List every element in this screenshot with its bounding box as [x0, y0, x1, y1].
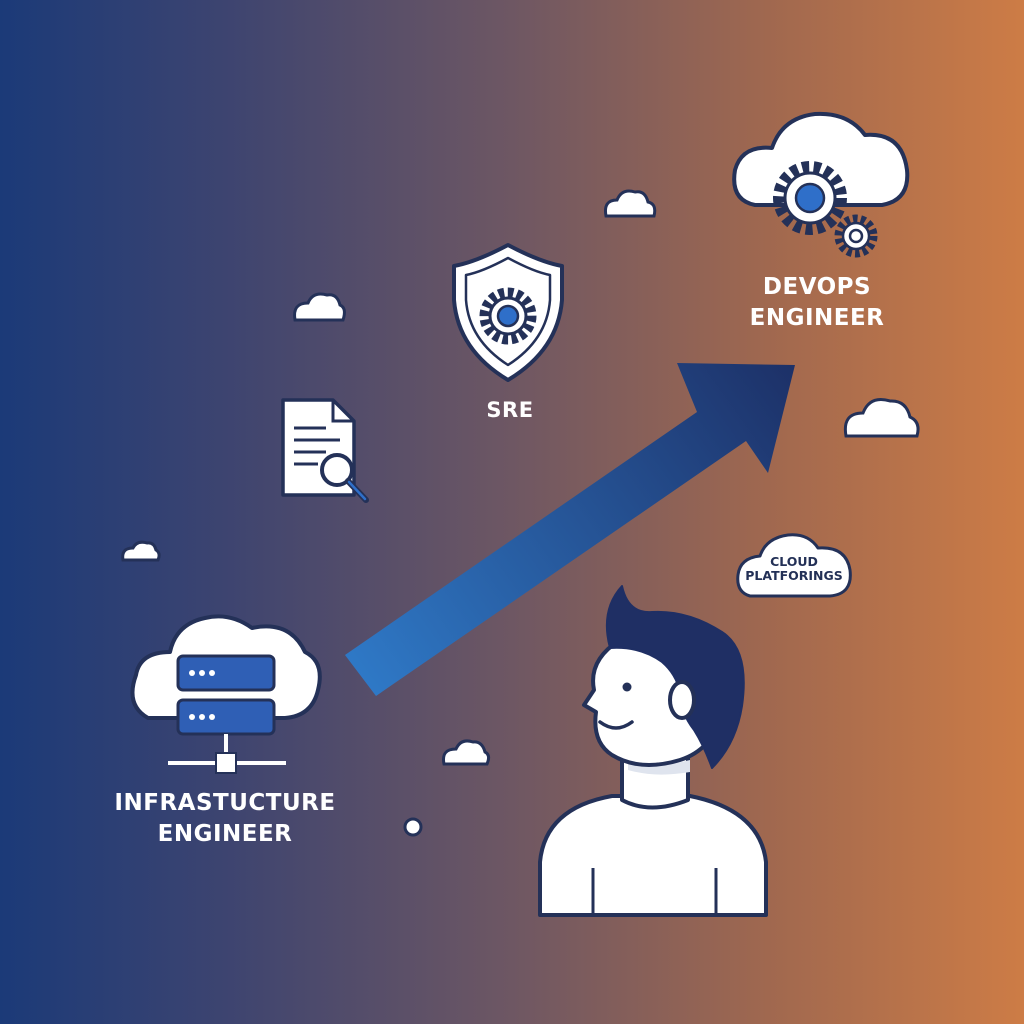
cloud-icon	[604, 189, 657, 218]
document-search-icon	[281, 398, 369, 503]
cloud-icon	[121, 540, 161, 562]
cloud-platforms-badge	[736, 533, 852, 598]
cloud-icon	[293, 292, 346, 322]
server-cloud-icon	[130, 614, 322, 774]
devops-label-line2: ENGINEER	[749, 305, 885, 332]
infrastructure-label-line2: ENGINEER	[157, 821, 293, 848]
infrastructure-label-line1: INFRASTUCTURE	[114, 790, 336, 816]
growth-arrow-icon	[345, 363, 795, 696]
devops-engineer-label: DEVOPS ENGINEER	[722, 272, 912, 334]
cloud-platforms-label: CLOUD PLATFORINGS	[738, 554, 850, 584]
cloud-platforms-line2: PLATFORINGS	[745, 568, 843, 584]
person-illustration	[538, 585, 768, 917]
cloud-platforms-line1: CLOUD	[770, 554, 818, 569]
shield-gear-icon	[452, 243, 564, 382]
cloud-gears-icon	[732, 111, 910, 258]
cloud-icon	[442, 739, 491, 766]
infrastructure-engineer-label: INFRASTUCTURE ENGINEER	[110, 788, 340, 850]
sre-label: SRE	[486, 398, 534, 422]
cloud-icon	[843, 398, 920, 438]
devops-label-line1: DEVOPS	[762, 274, 872, 300]
decorative-dot	[403, 817, 423, 837]
